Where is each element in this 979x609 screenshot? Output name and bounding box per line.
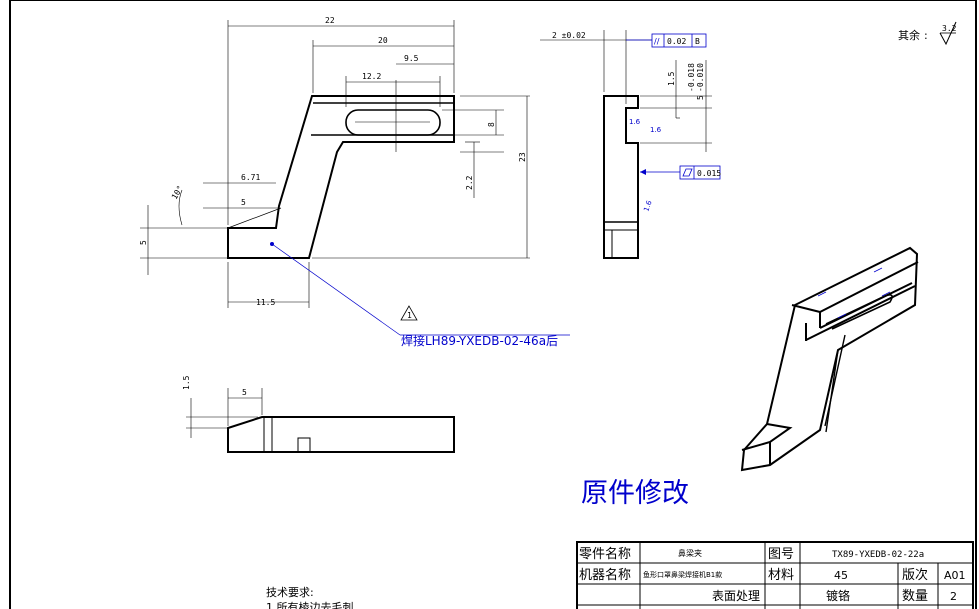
roughness-a: 1.6 [629,118,641,126]
material-label: 材料 [768,568,794,583]
part-name-value: 鼻梁夹 [678,548,702,558]
tech-requirements-line1: 1.所有棱边去毛刺. [266,600,357,609]
slot-outline [345,109,441,136]
dim-slot-extent: 20 [378,36,388,45]
revision-triangle-icon [400,305,418,321]
dim-slot-length: 12.2 [362,72,381,81]
flatness-icon [682,168,693,177]
dim-offset-b: 5 [241,198,246,207]
drawing-no-value: TX89-YXEDB-02-22a [832,550,924,560]
svg-text::: : [924,29,928,42]
dim-slot-height: 8 [487,122,496,127]
dim-bottom-height: 1.5 [182,375,191,390]
machine-name-label: 机器名称 [579,567,631,583]
bottom-view-outline [227,416,455,453]
machine-name-value: 鱼形口罩鼻梁焊接机B1款 [643,570,722,579]
flatness-value: 0.015 [697,169,721,178]
title-block [576,541,974,609]
isometric-view [740,246,919,472]
version-label: 版次 [902,567,928,583]
front-view [227,80,455,259]
modification-note: 原件修改 [581,478,689,509]
dim-slot-tol-upper: -0.010 [696,63,705,92]
flatness-tolerance-frame: 0.015 [640,165,721,180]
dim-slot-center: 9.5 [404,54,419,63]
part-name-label: 零件名称 [579,546,631,562]
parallelism-icon: // [654,37,660,46]
version-value: A01 [944,569,966,582]
dim-thickness: 2 ±0.02 [552,31,586,40]
parallelism-datum: B [695,37,700,46]
general-roughness-value: 3.2 [942,24,957,33]
roughness-c: 1.6 [642,199,654,213]
dim-step-height: 2.2 [465,175,474,190]
weld-leader-text: 焊接LH89-YXEDB-02-46a后 [401,333,558,348]
dim-slot-depth: 1.5 [667,71,676,86]
dim-offset-a: 6.71 [241,173,260,182]
side-view [603,95,639,259]
parallelism-value: 0.02 [667,37,686,46]
quantity-label: 数量 [902,589,928,604]
quantity-value: 2 [950,590,957,603]
surface-value: 镀铬 [826,588,850,603]
bottom-view [227,416,455,453]
drawing-frame [9,0,977,609]
roughness-symbol-icon [939,21,957,46]
general-roughness-label: 其余 [898,28,920,42]
dim-overall-width: 22 [325,16,335,25]
dim-slot-width: 5 [696,95,705,100]
revision-mark: 1 [407,311,412,320]
surface-label: 表面处理 [712,589,760,603]
dim-bottom-length: 5 [242,388,247,397]
dim-foot-length: 11.5 [256,298,275,307]
bottom-view-dimensions [186,388,263,438]
dim-overall-height: 23 [518,152,527,162]
parallelism-tolerance-frame: // 0.02 B [626,33,707,48]
roughness-b: 1.6 [650,126,662,134]
dim-angle: 10° [170,184,185,201]
general-roughness-note: 其余 : 3.2 [898,21,957,46]
tech-requirements-title: 技术要求: [266,586,314,599]
drawing-no-label: 图号 [768,547,794,562]
dim-slot-tol-lower: -0.018 [687,63,696,92]
front-view-dimensions [140,20,530,308]
front-view-outline [227,95,455,259]
weld-leader: 1 焊接LH89-YXEDB-02-46a后 [270,242,570,348]
material-value: 45 [834,569,848,582]
side-view-outline [603,95,639,259]
dim-foot-height: 5 [139,240,148,245]
